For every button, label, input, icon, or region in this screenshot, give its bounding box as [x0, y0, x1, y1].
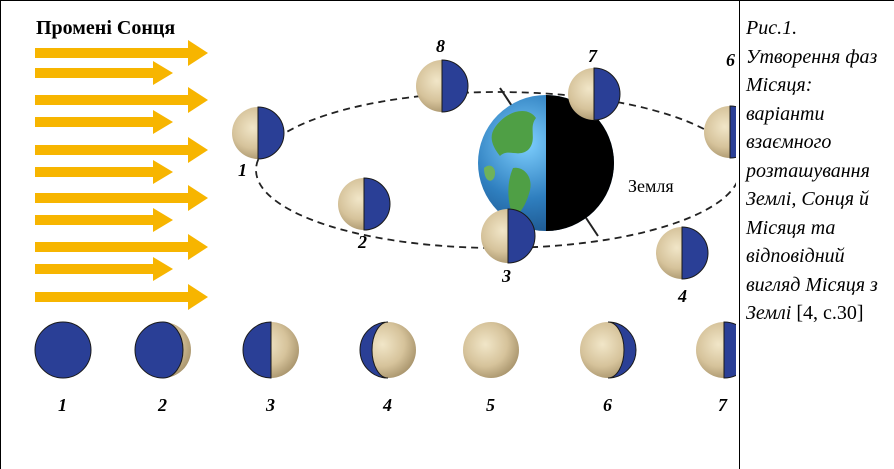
sun-ray: [35, 284, 208, 310]
sun-ray: [35, 110, 173, 134]
sun-ray: [35, 257, 173, 281]
sun-ray: [35, 87, 208, 113]
orbit-moon: [481, 208, 536, 264]
moon-phases-diagram: Промені Сонця: [34, 17, 736, 415]
figure-caption: Рис.1. Утворення фаз Місяця: варіанти вз…: [746, 14, 886, 328]
sun-ray: [35, 185, 208, 211]
orbit-number: 4: [677, 286, 687, 306]
sun-rays-label: Промені Сонця: [36, 17, 175, 39]
top-border: [0, 0, 894, 1]
orbit-moon: [338, 177, 391, 231]
orbit-number: 3: [501, 266, 511, 286]
orbit-number: 8: [436, 36, 445, 56]
phase-number: 1: [58, 395, 67, 415]
column-divider: [739, 0, 740, 469]
phase-number: 2: [157, 395, 167, 415]
phase-number: 4: [382, 395, 392, 415]
left-border: [0, 0, 1, 469]
earth: [478, 95, 614, 231]
phase-moon: [242, 321, 299, 379]
sun-ray: [35, 61, 173, 85]
caption-text: Рис.1. Утворення фаз Місяця: варіанти вз…: [746, 17, 878, 324]
sun-ray: [35, 137, 208, 163]
phase-number: 5: [486, 395, 495, 415]
earth-label: Земля: [628, 176, 674, 196]
phase-number: 7: [718, 395, 728, 415]
sun-rays: [35, 40, 208, 310]
phase-row: [34, 321, 736, 379]
orbit-moon: [416, 59, 469, 113]
orbit-number: 1: [238, 160, 247, 180]
orbit-moon: [656, 226, 709, 280]
sun-ray: [35, 208, 173, 232]
orbit-moon: [704, 105, 736, 159]
sun-ray: [35, 234, 208, 260]
phase-moon: [359, 321, 416, 379]
sun-ray: [35, 160, 173, 184]
phase-moon: [580, 321, 637, 379]
phase-moon: [34, 321, 92, 379]
phase-number: 3: [265, 395, 275, 415]
sun-ray: [35, 40, 208, 66]
orbit-moon: [568, 67, 621, 121]
phase-moon: [696, 321, 736, 379]
phase-moon: [134, 321, 191, 379]
orbit-number: 7: [588, 46, 598, 66]
moon-phases-figure: Промені Сонця: [8, 8, 736, 466]
orbit-number: 6: [726, 50, 735, 70]
phase-number: 6: [603, 395, 612, 415]
phase-moon: [463, 322, 519, 378]
orbit-number: 2: [357, 232, 367, 252]
caption-reference: [4, с.30]: [791, 302, 864, 324]
orbit-moon: [232, 106, 285, 160]
